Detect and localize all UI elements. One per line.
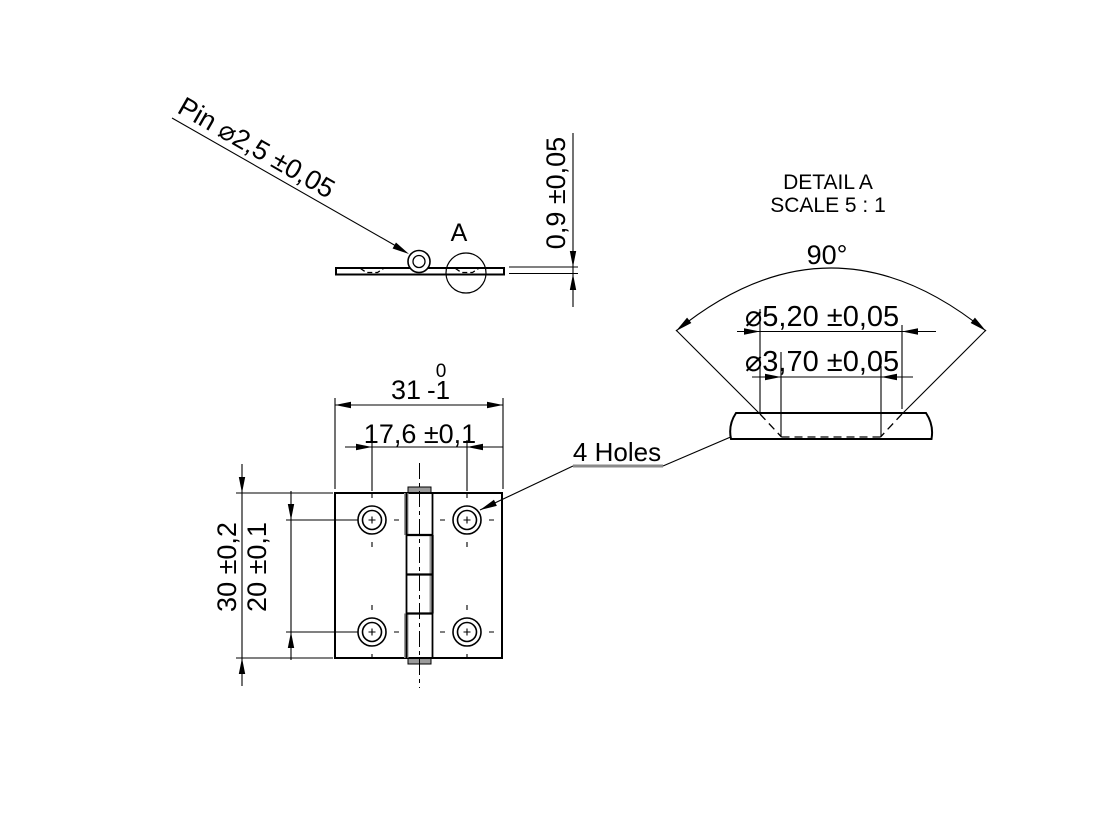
hole-circle	[456, 509, 478, 531]
side-view: A Pin ⌀2,5 ±0,05 0,9 ±0,05	[171, 91, 578, 307]
overall-width-tol-upper: 0	[436, 361, 447, 382]
hole-circle	[361, 621, 383, 643]
pin-outer-circle	[407, 249, 431, 274]
overall-height-text: 30 ±0,2	[212, 522, 242, 612]
thickness-dimension: 0,9 ±0,05	[509, 133, 578, 307]
hole-center-marks	[440, 605, 494, 658]
hole-countersink-circle	[452, 505, 482, 535]
hole-circle	[361, 509, 383, 531]
dimension-arrow	[744, 328, 760, 335]
holes-note-text: 4 Holes	[573, 437, 661, 467]
dimension-arrow	[335, 401, 351, 409]
dimension-arrow	[569, 251, 577, 267]
dimension-arrow	[467, 443, 483, 451]
pin-leader-line	[171, 117, 397, 247]
height-dimension: 30 ±0,2	[212, 464, 333, 686]
countersink-angle-dimension: 90°	[675, 240, 987, 332]
dimension-arrow	[238, 477, 246, 493]
hole-dia-text: ⌀3,70 ±0,05	[745, 346, 899, 378]
detail-title-text: DETAIL A	[783, 171, 873, 194]
countersink-dia-dimension: ⌀5,20 ±0,05	[737, 301, 936, 413]
pin-label: Pin ⌀2,5 ±0,05	[173, 91, 340, 204]
hole-spacing-v-dimension: 20 ±0,1	[242, 491, 358, 660]
countersink-angle-text: 90°	[807, 240, 848, 270]
hole-spacing-h-dimension: 17,6 ±0,1	[345, 419, 503, 491]
detail-plate-section	[729, 412, 934, 440]
dimension-arrow	[356, 443, 372, 451]
hole-countersink-circle	[452, 617, 482, 647]
dimension-arrow	[287, 632, 295, 648]
pin-leader: Pin ⌀2,5 ±0,05	[171, 91, 409, 254]
dimension-arrow	[238, 658, 246, 674]
angle-extension-line	[902, 329, 987, 414]
overall-width-value: 31	[391, 375, 421, 405]
holes-note: 4 Holes	[479, 420, 769, 511]
angle-arrow	[970, 317, 986, 331]
countersink-flank-hidden	[759, 413, 782, 438]
dimension-arrow	[287, 504, 295, 520]
hidden-countersink-right	[455, 267, 479, 274]
pin-inner-circle	[412, 254, 426, 269]
holes-leader-arrow	[480, 499, 497, 510]
countersink-dia-text: ⌀5,20 ±0,05	[745, 301, 899, 333]
front-view: 31 0 -1 17,6 ±0,1 30 ±0,2	[212, 361, 504, 688]
overall-width-tol-lower: -1	[427, 375, 450, 405]
angle-extension-line	[675, 329, 760, 414]
holes-leader-line	[479, 465, 574, 511]
dimension-arrow	[765, 373, 781, 381]
detail-scale-text: SCALE 5 : 1	[770, 194, 886, 217]
countersink-flank-hidden	[880, 413, 903, 438]
width-dimension: 31 0 -1	[334, 361, 504, 489]
dimension-arrow	[902, 328, 918, 335]
hinge-knuckle	[405, 463, 434, 688]
pin-leader-arrow	[392, 242, 409, 254]
hidden-countersink-left	[360, 267, 384, 274]
detail-a-circle	[445, 252, 487, 294]
dimension-arrow	[881, 373, 897, 381]
hole-top-right	[440, 493, 494, 547]
detail-a-marker-label: A	[451, 219, 468, 247]
hole-spacing-h-text: 17,6 ±0,1	[364, 419, 476, 449]
hole-circle	[456, 621, 478, 643]
hole-bottom-right	[440, 605, 494, 658]
thickness-dimension-text: 0,9 ±0,05	[541, 137, 571, 249]
hole-spacing-v-text: 20 ±0,1	[242, 522, 272, 612]
angle-arc	[675, 267, 987, 332]
detail-view: DETAIL A SCALE 5 : 1 90° ⌀5,20 ±0,05	[675, 171, 987, 440]
hole-center-marks	[440, 493, 494, 547]
dimension-arrow	[569, 274, 577, 290]
hole-dia-dimension: ⌀3,70 ±0,05	[745, 346, 913, 436]
angle-arrow	[676, 317, 692, 331]
dimension-arrow	[487, 401, 503, 409]
